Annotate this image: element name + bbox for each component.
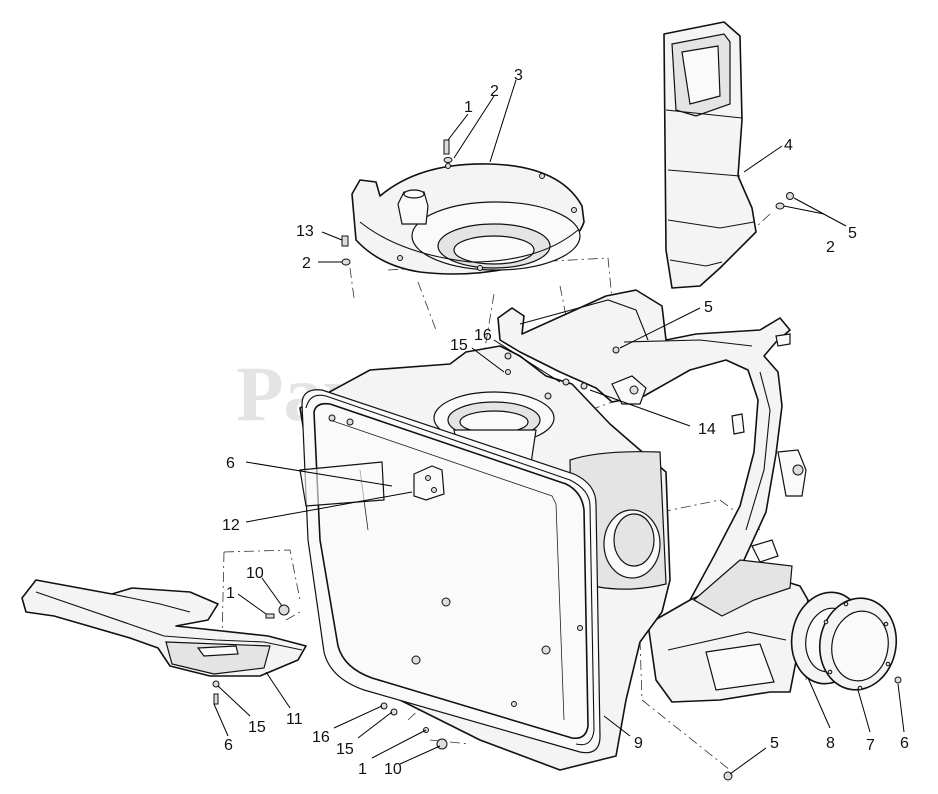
deflector-shield bbox=[21, 579, 307, 677]
callout-1: 1 bbox=[226, 585, 235, 602]
housing-bracket bbox=[299, 461, 445, 507]
callout-13: 13 bbox=[296, 223, 314, 240]
callout-14: 14 bbox=[698, 421, 716, 438]
callout-16: 16 bbox=[474, 327, 492, 344]
hardware bbox=[212, 139, 902, 781]
callout-2: 2 bbox=[490, 83, 499, 100]
callout-15: 15 bbox=[336, 741, 354, 758]
callout-10: 10 bbox=[246, 565, 264, 582]
callout-6: 6 bbox=[224, 737, 233, 754]
callout-11: 11 bbox=[286, 711, 303, 728]
callout-9: 9 bbox=[634, 735, 643, 752]
callout-15: 15 bbox=[248, 719, 266, 736]
callout-6: 6 bbox=[900, 735, 909, 752]
callout-5: 5 bbox=[770, 735, 779, 752]
callout-15: 15 bbox=[450, 337, 468, 354]
callout-2: 2 bbox=[302, 255, 311, 272]
callout-8: 8 bbox=[826, 735, 835, 752]
callout-5: 5 bbox=[704, 299, 713, 316]
callout-1: 1 bbox=[464, 99, 473, 116]
leader-lines bbox=[213, 79, 905, 775]
callout-5: 5 bbox=[848, 225, 857, 242]
callout-1: 1 bbox=[358, 761, 367, 778]
support-bracket bbox=[647, 539, 809, 703]
callout-6: 6 bbox=[226, 455, 235, 472]
callout-12: 12 bbox=[222, 517, 240, 534]
callout-4: 4 bbox=[784, 137, 793, 154]
callout-2: 2 bbox=[826, 239, 835, 256]
callout-labels: 1 2 3 4 5 2 13 2 5 16 15 14 6 12 10 1 15… bbox=[222, 67, 909, 778]
callout-7: 7 bbox=[866, 737, 875, 754]
callout-3: 3 bbox=[514, 67, 523, 84]
bearing-flange-7 bbox=[818, 597, 898, 691]
callout-16: 16 bbox=[312, 729, 330, 746]
collector-bowl bbox=[351, 163, 585, 275]
callout-10: 10 bbox=[384, 761, 402, 778]
discharge-chute bbox=[663, 21, 757, 289]
